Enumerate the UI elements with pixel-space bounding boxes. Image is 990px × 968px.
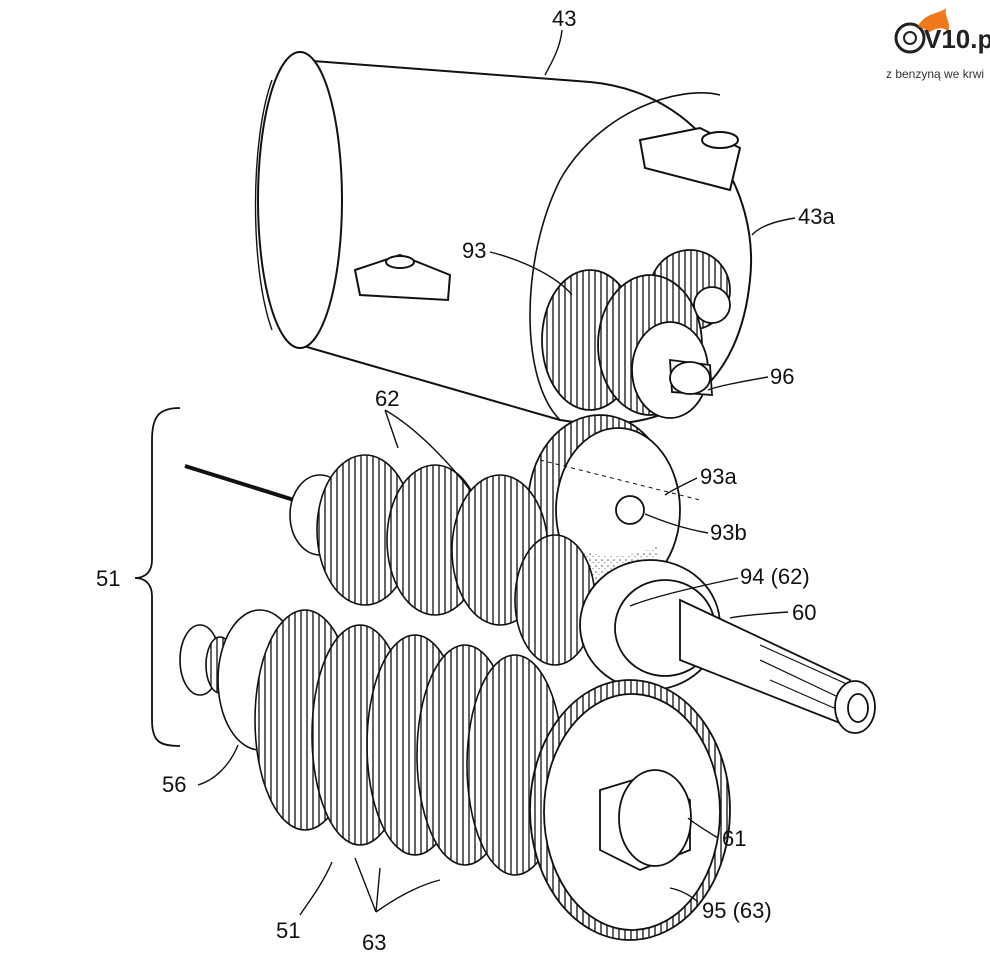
brand-logo-text: V10.pl xyxy=(924,24,990,54)
large-gear xyxy=(530,680,730,940)
label-61: 61 xyxy=(722,826,746,851)
label-93b: 93b xyxy=(710,520,747,545)
label-93: 93 xyxy=(462,238,486,263)
label-95-63: 95 (63) xyxy=(702,898,772,923)
label-43: 43 xyxy=(552,6,576,31)
label-56: 56 xyxy=(162,772,186,797)
label-63: 63 xyxy=(362,930,386,955)
label-93a: 93a xyxy=(700,464,737,489)
label-51-bottom: 51 xyxy=(276,918,300,943)
bracket-51 xyxy=(135,408,180,746)
label-51-left: 51 xyxy=(96,566,120,591)
label-60: 60 xyxy=(792,600,816,625)
label-96: 96 xyxy=(770,364,794,389)
label-94-62: 94 (62) xyxy=(740,564,810,589)
label-43a: 43a xyxy=(798,204,835,229)
label-62: 62 xyxy=(375,386,399,411)
counter-shaft-gears xyxy=(180,610,563,875)
site-watermark: V10.pl z benzyną we krwi xyxy=(886,8,990,81)
brand-tagline: z benzyną we krwi xyxy=(886,67,984,81)
